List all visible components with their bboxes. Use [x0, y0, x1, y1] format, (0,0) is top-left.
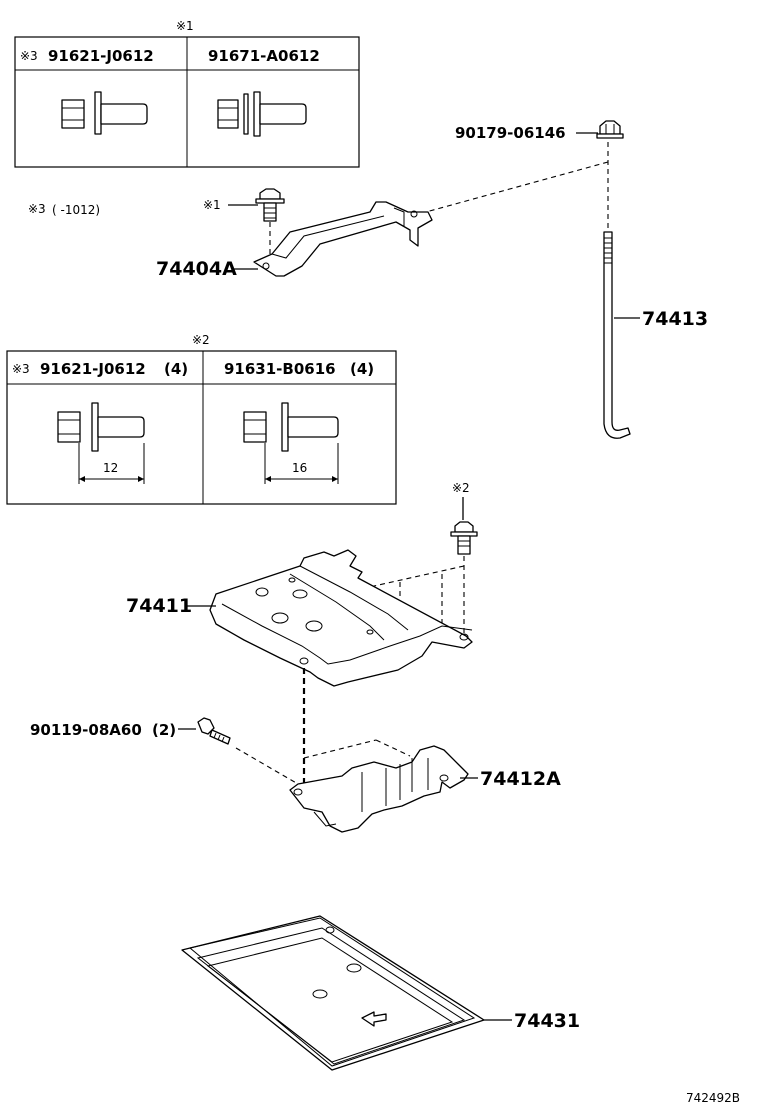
note3-text: ( -1012)	[52, 203, 100, 217]
table1: ※3 91621-J0612 91671-A0612	[14, 36, 360, 168]
tray-bolt-icon	[450, 521, 478, 555]
callout-90179-06146: 90179-06146	[455, 124, 566, 142]
callout-90119-08A60: 90119-08A60	[30, 721, 142, 739]
clamp-bolt-icon	[255, 188, 285, 222]
table2-col1-mark: ※3	[12, 362, 30, 376]
bolt2-mark: ※2	[452, 481, 470, 495]
battery-bracket-74412A	[289, 745, 469, 833]
figure-id: 742492B	[686, 1091, 740, 1105]
table1-col2-part: 91671-A0612	[208, 47, 320, 65]
hold-down-rod-74413	[603, 231, 631, 439]
table1-note-marker: ※1	[176, 19, 194, 33]
battery-clamp-74404A	[253, 201, 433, 277]
bolt1-mark: ※1	[203, 198, 221, 212]
table2-dim-16: 16	[292, 461, 307, 475]
table1-col1-mark: ※3	[20, 49, 38, 63]
callout-74404A: 74404A	[156, 258, 237, 280]
callout-74412A: 74412A	[480, 768, 561, 790]
table2-col2-qty: (4)	[350, 360, 374, 378]
table2-col1-part: 91621-J0612	[40, 360, 146, 378]
callout-74413: 74413	[642, 308, 708, 330]
table2: ※3 91621-J0612 (4) 91631-B0616 (4) 12	[6, 350, 397, 505]
battery-tray-74411	[209, 549, 473, 687]
table2-dim-12: 12	[103, 461, 118, 475]
callout-90119-qty: (2)	[152, 721, 176, 739]
flange-nut-icon	[596, 120, 624, 139]
flange-bolt-12mm-icon	[57, 402, 145, 484]
flange-bolt-icon	[61, 91, 148, 135]
flange-bolt-washer-icon	[217, 91, 307, 137]
table2-note-marker: ※2	[192, 333, 210, 347]
table2-col2-part: 91631-B0616	[224, 360, 336, 378]
table2-col1-qty: (4)	[164, 360, 188, 378]
flange-bolt-16mm-icon	[243, 402, 339, 484]
callout-74411: 74411	[126, 595, 192, 617]
note3-mark: ※3	[28, 202, 46, 216]
table1-col1-part: 91621-J0612	[48, 47, 154, 65]
bracket-bolt-icon	[197, 717, 231, 745]
battery-pan-74431	[181, 915, 485, 1071]
callout-74431: 74431	[514, 1010, 580, 1032]
